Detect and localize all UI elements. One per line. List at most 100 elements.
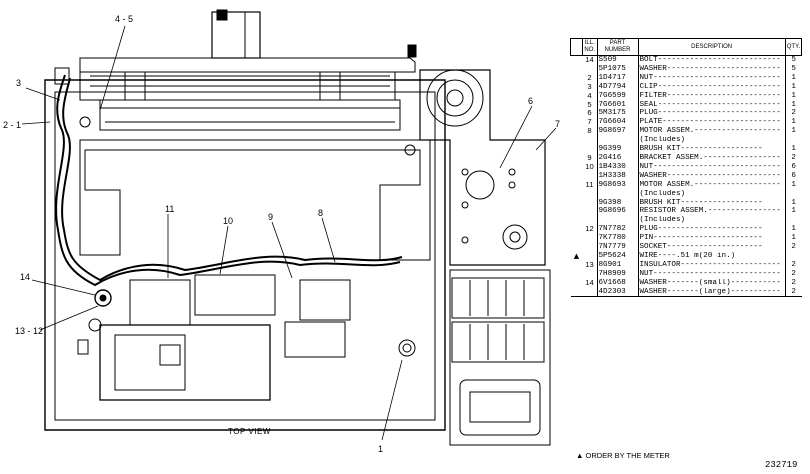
figure-number: 232719: [765, 460, 798, 470]
row-part-number: 9G398: [597, 198, 639, 208]
row-quantity: 1: [791, 82, 796, 91]
header-part-number: PART NUMBER: [596, 38, 639, 56]
table-row: 7K7780 PIN------------------------1: [571, 234, 802, 244]
row-marker: [571, 279, 583, 288]
row-quantity: 5: [791, 56, 796, 64]
row-quantity: 1: [791, 180, 796, 189]
row-description: (Includes): [638, 189, 786, 199]
row-ref-number: [582, 198, 598, 208]
row-ref-number: 6: [582, 109, 598, 119]
row-part-number: 4D7794: [597, 82, 639, 92]
row-description: MOTOR ASSEM.-------------------: [638, 180, 786, 190]
wire-harness: [54, 67, 403, 287]
row-ref-number: [582, 189, 598, 199]
row-part-number: 5P5624: [597, 251, 639, 261]
row-quantity: 1: [791, 73, 796, 82]
row-marker: [571, 118, 583, 127]
row-ref-number: 7: [582, 117, 598, 128]
row-ref-number: 14: [582, 278, 598, 288]
row-part-number: 9G8696: [597, 207, 639, 217]
row-ref-number: [582, 287, 598, 298]
row-marker: [571, 163, 583, 172]
row-part-number: 1H3338: [597, 171, 639, 181]
row-marker: [571, 216, 583, 225]
row-quantity: [785, 216, 801, 225]
footnote: ▲ ORDER BY THE METER: [576, 451, 670, 460]
callout-8: 8: [318, 208, 323, 218]
row-quantity: [785, 136, 801, 145]
row-ref-number: [582, 216, 598, 226]
table-row: ▲5P5624 WIRE----.51 m(20 in.): [571, 251, 802, 261]
row-description: (Includes): [638, 136, 786, 146]
row-marker: [571, 199, 583, 208]
row-description: WASHER-------(large)-----------: [638, 287, 786, 298]
row-ref-number: 12: [582, 224, 598, 235]
row-marker: [571, 136, 583, 145]
row-ref-number: [582, 243, 598, 252]
callout-9: 9: [268, 212, 273, 222]
row-ref-number: 11: [582, 180, 598, 190]
row-description: PLUG---------------------------: [638, 109, 786, 119]
table-row: (Includes): [571, 216, 802, 226]
row-description: PIN------------------------: [638, 234, 786, 244]
header-ref: ILL. NO.: [582, 38, 598, 56]
row-part-number: 1D4717: [597, 73, 639, 83]
row-quantity: 6: [791, 162, 796, 171]
row-part-number: [597, 136, 639, 146]
row-description: NUT----------------------------: [638, 162, 786, 172]
row-ref-number: [582, 145, 598, 154]
table-row: 7N7779 SOCKET---------------------2: [571, 243, 802, 252]
row-marker: [571, 127, 583, 136]
parts-table: ILL. NO. PART NUMBER DESCRIPTION QTY. 14…: [570, 38, 803, 298]
blower-motor-assemblies: [94, 274, 351, 401]
row-quantity: 1: [791, 118, 796, 127]
row-marker: [571, 234, 583, 243]
row-marker: [571, 145, 583, 154]
row-quantity: 2: [785, 287, 802, 298]
row-marker: [571, 207, 583, 216]
row-part-number: 5P1075: [597, 64, 639, 74]
row-ref-number: 14: [582, 55, 598, 65]
callout-2-1: 2 - 1: [3, 120, 21, 130]
row-ref-number: [582, 269, 598, 279]
row-ref-number: 2: [582, 73, 598, 83]
row-part-number: 7G6604: [597, 118, 639, 128]
row-marker: [571, 101, 583, 110]
callout-11: 11: [165, 204, 174, 214]
row-part-number: 7G6601: [597, 100, 639, 110]
row-ref-number: 9: [582, 153, 598, 163]
row-marker: [571, 74, 583, 83]
row-marker: [571, 65, 583, 74]
row-marker: [571, 154, 583, 163]
row-quantity: 2: [791, 109, 796, 118]
row-description: RESISTOR ASSEM.----------------: [638, 207, 786, 217]
row-ref-number: [582, 171, 598, 181]
row-marker: [570, 287, 583, 298]
row-ref-number: [582, 251, 598, 261]
row-description: (Includes): [638, 216, 786, 226]
row-ref-number: [582, 136, 598, 146]
row-quantity: 1: [791, 127, 796, 136]
row-part-number: S509: [597, 55, 639, 65]
row-description: WASHER-------------------------: [638, 64, 786, 74]
row-marker: [571, 92, 583, 101]
parts-table-header: ILL. NO. PART NUMBER DESCRIPTION QTY.: [570, 38, 803, 56]
filter-frame: [79, 44, 417, 131]
row-description: INSULATOR----------------------: [638, 260, 786, 270]
row-description: WASHER-------(small)-----------: [638, 278, 786, 288]
row-description: SOCKET---------------------: [638, 243, 786, 252]
row-marker: [571, 225, 583, 234]
row-description: BRUSH KIT------------------: [638, 198, 786, 208]
row-part-number: 8G901: [597, 260, 639, 270]
row-ref-number: [582, 234, 598, 244]
